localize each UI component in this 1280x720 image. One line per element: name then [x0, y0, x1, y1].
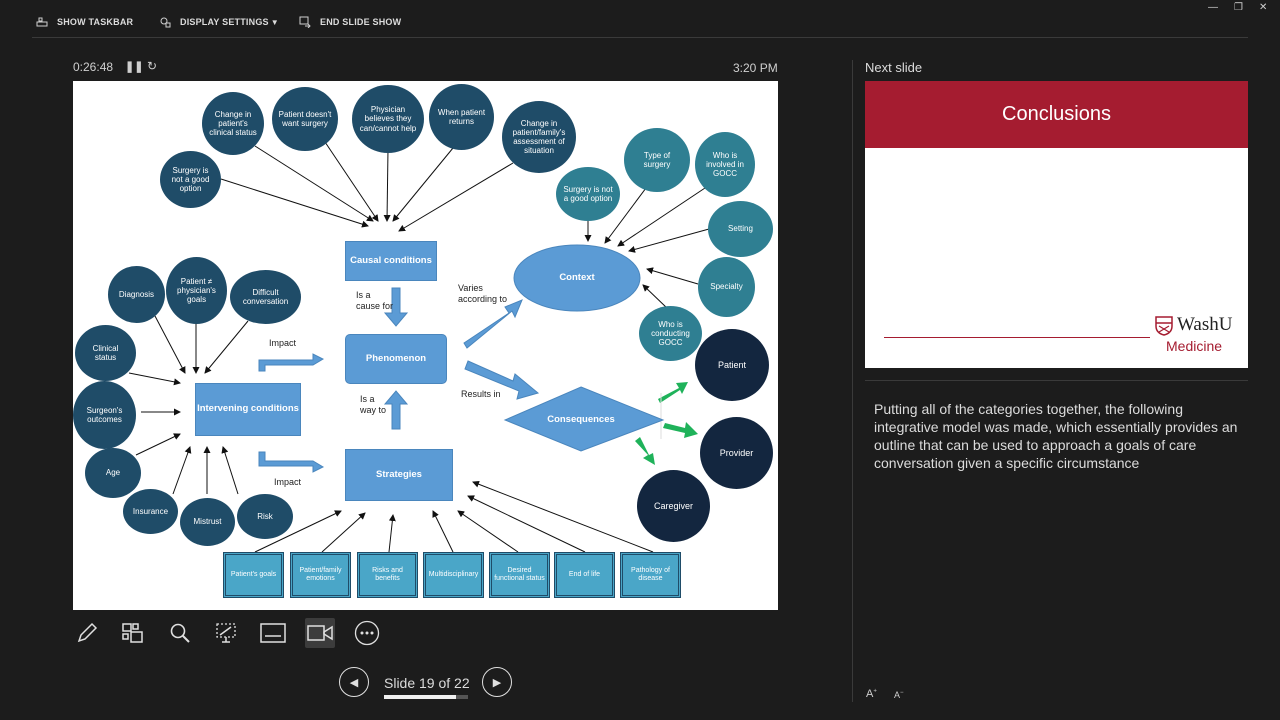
intervening-node: Age: [85, 448, 141, 498]
end-slide-show-button[interactable]: END SLIDE SHOW: [298, 14, 401, 30]
logo-subtext: Medicine: [1166, 338, 1223, 354]
preview-rule: [884, 337, 1150, 338]
logo-text: WashU: [1177, 314, 1233, 335]
dropdown-arrow-icon: ▼: [270, 17, 279, 27]
intervening-node: Clinical status: [75, 325, 136, 381]
is-a-way-to-label: Is a way to: [360, 394, 387, 415]
intervening-conditions-box: Intervening conditions: [195, 383, 301, 436]
presenter-toolbar: SHOW TASKBAR DISPLAY SETTINGS ▼ END SLID…: [0, 0, 1280, 38]
context-label: Context: [559, 271, 595, 283]
causal-node: Patient doesn't want surgery: [272, 87, 338, 151]
toolbar-divider: [32, 37, 1248, 38]
display-settings-icon: [158, 15, 172, 29]
all-slides-icon[interactable]: [118, 618, 148, 648]
increase-font-icon[interactable]: A+: [866, 688, 877, 700]
notes-divider: [865, 380, 1248, 381]
phenomenon-box: Phenomenon: [345, 334, 447, 384]
pause-icon[interactable]: ❚❚: [125, 61, 144, 73]
next-slide-button[interactable]: ▶: [482, 667, 512, 697]
camera-icon[interactable]: [305, 618, 335, 648]
causal-node: When patient returns: [429, 84, 494, 150]
strategies-box: Strategies: [345, 449, 453, 501]
end-show-icon: [298, 15, 312, 29]
intervening-node: Patient ≠ physician's goals: [166, 257, 227, 324]
shield-icon: [1155, 316, 1173, 336]
elapsed-timer: 0:26:48: [73, 60, 114, 74]
impact-top-label: Impact: [269, 338, 297, 348]
strategy-box: Patient/family emotions: [290, 552, 351, 598]
current-time: 3:20 PM: [733, 61, 778, 75]
causal-conditions-box: Causal conditions: [345, 241, 437, 281]
slide-progress-bar: [384, 695, 468, 699]
causal-node: Change in patient's clinical status: [202, 92, 264, 155]
restore-icon[interactable]: ❐: [1234, 2, 1243, 13]
close-icon[interactable]: ✕: [1259, 2, 1268, 13]
strategy-box: Pathology of disease: [620, 552, 681, 598]
strategy-box: Patient's goals: [223, 552, 284, 598]
show-taskbar-button[interactable]: SHOW TASKBAR: [35, 14, 133, 30]
next-slide-title: Conclusions: [865, 81, 1248, 148]
intervening-node: Difficult conversation: [230, 270, 301, 324]
reset-timer-icon[interactable]: ↻: [147, 59, 158, 73]
consequences-label: Consequences: [547, 413, 615, 425]
next-slide-preview[interactable]: Conclusions WashU Medicine: [865, 81, 1248, 368]
previous-slide-button[interactable]: ◀: [339, 667, 369, 697]
consequence-node: Caregiver: [637, 470, 710, 542]
slide-counter[interactable]: Slide 19 of 22: [384, 675, 470, 691]
pen-tool-icon[interactable]: [72, 618, 102, 648]
strategy-box: End of life: [554, 552, 615, 598]
strategy-box: Desired functional status: [489, 552, 550, 598]
strategy-box: Multidisciplinary: [423, 552, 484, 598]
context-node: Type of surgery: [624, 128, 690, 192]
end-slide-show-label: END SLIDE SHOW: [320, 17, 402, 27]
subtitles-icon[interactable]: [258, 618, 288, 648]
results-in-label: Results in: [461, 389, 501, 399]
context-node: Who is involved in GOCC: [695, 132, 755, 197]
pointer-options-icon[interactable]: [211, 618, 241, 648]
next-slide-heading: Next slide: [865, 60, 923, 75]
causal-node: Surgery is not a good option: [160, 151, 221, 208]
intervening-node: Insurance: [123, 489, 178, 534]
context-node: Surgery is not a good option: [556, 167, 620, 221]
speaker-notes[interactable]: Putting all of the categories together, …: [874, 401, 1238, 471]
consequence-node: Patient: [695, 329, 769, 401]
intervening-node: Risk: [237, 494, 293, 539]
causal-node: Change in patient/family's assessment of…: [502, 101, 576, 173]
zoom-icon[interactable]: [165, 618, 195, 648]
diagram-connectors: [128, 138, 710, 553]
context-node: Specialty: [698, 257, 755, 317]
intervening-node: Mistrust: [180, 498, 235, 546]
intervening-node: Diagnosis: [108, 266, 165, 323]
panel-divider: [852, 60, 853, 702]
impact-bottom-label: Impact: [274, 477, 302, 487]
chevron-right-icon: ▶: [492, 676, 502, 689]
is-a-cause-for-label: Is a cause for: [356, 290, 394, 311]
display-settings-label: DISPLAY SETTINGS: [180, 17, 269, 27]
show-taskbar-label: SHOW TASKBAR: [57, 17, 134, 27]
current-slide[interactable]: Causal conditions Phenomenon Intervening…: [73, 81, 778, 610]
taskbar-icon: [35, 15, 49, 29]
display-settings-button[interactable]: DISPLAY SETTINGS ▼: [158, 14, 279, 30]
decrease-font-icon[interactable]: A−: [894, 690, 904, 700]
slide-progress-fill: [384, 695, 457, 699]
strategy-box: Risks and benefits: [357, 552, 418, 598]
varies-according-to-label: Varies according to: [458, 283, 508, 304]
more-options-icon[interactable]: [352, 618, 382, 648]
minimize-icon[interactable]: —: [1208, 2, 1218, 13]
context-node: Who is conducting GOCC: [639, 306, 702, 361]
consequence-node: Provider: [700, 417, 773, 489]
context-node: Setting: [708, 201, 773, 257]
causal-node: Physician believes they can/cannot help: [352, 85, 424, 153]
intervening-node: Surgeon's outcomes: [73, 381, 136, 449]
chevron-left-icon: ◀: [349, 676, 359, 689]
